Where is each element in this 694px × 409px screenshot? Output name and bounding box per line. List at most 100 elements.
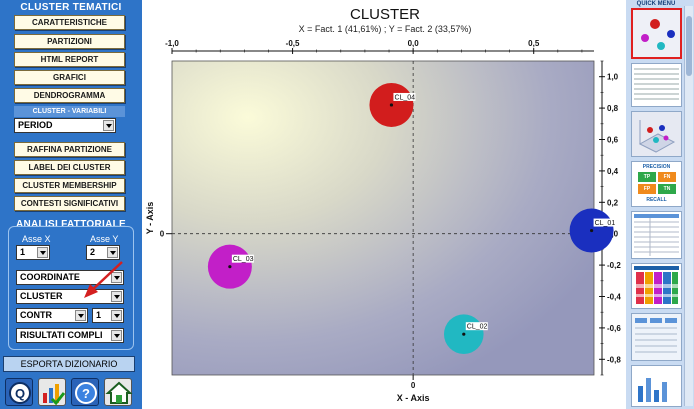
- precision-recall-thumb[interactable]: PRECISION TP FN FP TN RECALL: [631, 161, 682, 207]
- contr-num-value: 1: [96, 310, 102, 320]
- chevron-down-icon[interactable]: [111, 310, 122, 321]
- svg-text:Q: Q: [15, 386, 25, 401]
- cluster-select[interactable]: CLUSTER: [16, 289, 124, 304]
- contr-select[interactable]: CONTR: [16, 308, 88, 323]
- coordinate-select[interactable]: COORDINATE: [16, 270, 124, 285]
- export-dictionary-button[interactable]: ESPORTA DIZIONARIO: [3, 356, 135, 372]
- label-cluster-button[interactable]: LABEL DEI CLUSTER: [14, 160, 125, 175]
- table-thumb-icon: [632, 64, 681, 106]
- cluster-label-bg: [593, 218, 616, 227]
- help-q-icon[interactable]: Q: [5, 378, 33, 406]
- chart-check-icon[interactable]: [38, 378, 66, 406]
- raffina-partizione-button[interactable]: RAFFINA PARTIZIONE: [14, 142, 125, 157]
- partizioni-button[interactable]: PARTIZIONI: [14, 34, 125, 49]
- cluster-label-cl_04: CL_04: [394, 94, 415, 101]
- annotation-arrow-icon: [84, 261, 123, 298]
- cluster-value: CLUSTER: [20, 291, 63, 301]
- 3d-thumb-icon: [632, 112, 681, 156]
- factorial-box: [8, 226, 134, 350]
- chart-thumb[interactable]: [631, 365, 682, 407]
- scatter-thumb-icon: [633, 10, 680, 57]
- y-tick-label: 0,4: [607, 167, 619, 176]
- risultati-value: RISULTATI COMPLI: [20, 330, 103, 340]
- precision-text: PRECISION: [642, 164, 671, 170]
- scatter-chart: -1,0-0,50,00,51,00,80,60,40,20,0-0,2-0,4…: [146, 39, 621, 403]
- chevron-down-icon[interactable]: [75, 310, 86, 321]
- y-tick-label: 0,6: [607, 136, 619, 145]
- y-axis-label: Y - Axis: [146, 202, 155, 235]
- chevron-down-icon[interactable]: [37, 247, 48, 258]
- asse-y-value: 2: [90, 247, 96, 257]
- x-tick-label: 0,5: [528, 39, 540, 48]
- contr-num-select[interactable]: 1: [92, 308, 124, 323]
- fn-cell: FN: [658, 172, 676, 182]
- home-glyph: [105, 381, 133, 404]
- question-icon[interactable]: ?: [71, 378, 99, 406]
- cluster-section-title: CLUSTER TEMATICI: [20, 2, 122, 13]
- y-tick-label: 0,2: [607, 198, 619, 207]
- contesti-significativi-button[interactable]: CONTESTI SIGNIFICATIVI: [14, 196, 125, 211]
- cluster-membership-button[interactable]: CLUSTER MEMBERSHIP: [14, 178, 125, 193]
- tn-cell: TN: [658, 184, 676, 194]
- fp-cell: FP: [638, 184, 656, 194]
- caratteristiche-button[interactable]: CARATTERISTICHE: [14, 15, 125, 30]
- recall-text: RECALL: [646, 197, 667, 203]
- tp-cell: TP: [638, 172, 656, 182]
- heatmap-thumb-icon: [632, 264, 681, 308]
- chevron-down-icon[interactable]: [103, 120, 114, 131]
- cluster-point-center: [589, 228, 594, 233]
- cluster-label-cl_03: CL_03: [233, 256, 254, 263]
- dendrogramma-button[interactable]: DENDROGRAMMA: [14, 88, 125, 103]
- y-tick-label: 0,8: [607, 104, 619, 113]
- 3d-thumb[interactable]: [631, 111, 682, 157]
- help-q-glyph: Q: [9, 382, 31, 404]
- asse-y-select[interactable]: 2: [86, 245, 120, 260]
- left-panel: CLUSTER TEMATICI CARATTERISTICHE PARTIZI…: [0, 0, 142, 409]
- x-tick-label: -0,5: [286, 39, 300, 48]
- x-tick-label: 0,0: [408, 39, 420, 48]
- svg-text:?: ?: [82, 386, 90, 401]
- quick-menu: QUICK MENU: [626, 0, 694, 409]
- cluster-point-center: [389, 103, 394, 107]
- y-tick-label: -0,6: [607, 324, 621, 333]
- grid-thumb-icon: [632, 314, 681, 360]
- table-thumb-2-icon: [632, 212, 681, 258]
- cluster-point-center: [228, 265, 232, 269]
- x-tick-label: -1,0: [165, 39, 179, 48]
- y-zero-label: 0: [160, 230, 165, 239]
- table-thumb-2[interactable]: [631, 211, 682, 259]
- home-icon[interactable]: [104, 378, 133, 406]
- heatmap-thumb[interactable]: [631, 263, 682, 309]
- table-thumb[interactable]: [631, 63, 682, 107]
- variables-label: CLUSTER - VARIABILI: [14, 106, 125, 117]
- cluster-label-cl_01: CL_01: [595, 220, 616, 227]
- asse-x-label: Asse X: [22, 234, 51, 244]
- html-report-button[interactable]: HTML REPORT: [14, 52, 125, 67]
- x-axis-label: X - Axis: [397, 393, 430, 403]
- asse-x-select[interactable]: 1: [16, 245, 50, 260]
- chart-subtitle: X = Fact. 1 (41,61%) ; Y = Fact. 2 (33,5…: [298, 24, 472, 34]
- risultati-select[interactable]: RISULTATI COMPLI: [16, 328, 124, 343]
- x-zero-label: 0: [411, 381, 416, 390]
- y-tick-label: -0,4: [607, 293, 621, 302]
- chevron-down-icon[interactable]: [111, 291, 122, 302]
- factorial-title: ANALISI FATTORIALE: [15, 219, 127, 230]
- chart-thumb-icon: [632, 366, 681, 406]
- variable-select[interactable]: PERIOD: [14, 118, 116, 133]
- cluster-label-cl_02: CL_02: [467, 324, 488, 331]
- variable-select-value: PERIOD: [18, 120, 53, 130]
- asse-y-label: Asse Y: [90, 234, 119, 244]
- quick-menu-scrollbar[interactable]: [684, 6, 693, 406]
- y-tick-label: -0,8: [607, 355, 621, 364]
- grid-thumb[interactable]: [631, 313, 682, 361]
- scatter-thumb[interactable]: [631, 8, 682, 59]
- cluster-label-bg: [231, 254, 254, 263]
- chevron-down-icon[interactable]: [107, 247, 118, 258]
- chevron-down-icon[interactable]: [111, 330, 122, 341]
- chevron-down-icon[interactable]: [111, 272, 122, 283]
- grafici-button[interactable]: GRAFICI: [14, 70, 125, 85]
- asse-x-value: 1: [20, 247, 26, 257]
- cluster-point-center: [462, 332, 466, 336]
- scrollbar-thumb[interactable]: [686, 16, 692, 76]
- chart-area: CLUSTER X = Fact. 1 (41,61%) ; Y = Fact.…: [146, 3, 624, 407]
